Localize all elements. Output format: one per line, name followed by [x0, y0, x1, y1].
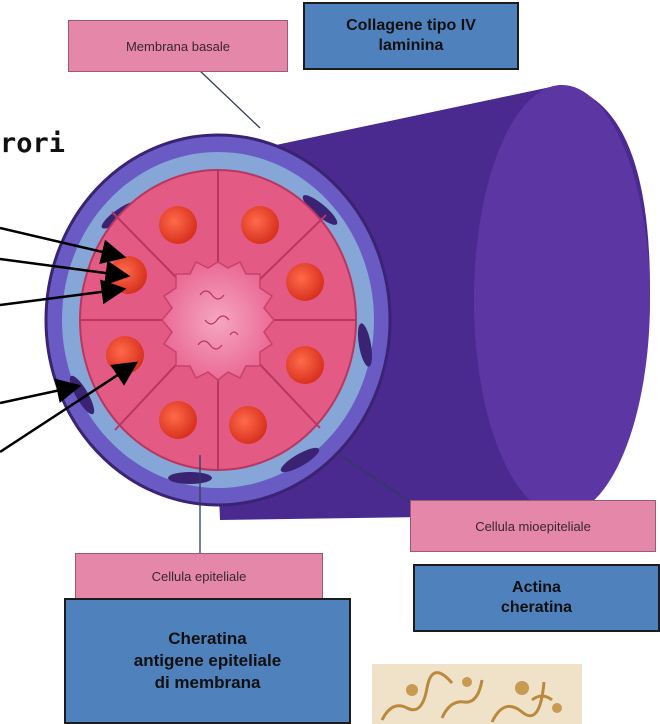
- marker-collagene-line1: Collagene tipo IV: [346, 16, 476, 36]
- marker-actina-line1: Actina: [512, 578, 561, 598]
- epithelial-nucleus: [106, 336, 144, 374]
- marker-collagene-line2: laminina: [379, 36, 444, 56]
- label-membrana-basale: Membrana basale: [68, 20, 288, 72]
- duct-lumen: [162, 262, 274, 380]
- marker-cheratina-line2: antigene epiteliale: [134, 650, 281, 672]
- duct-tube-far-end: [474, 85, 650, 515]
- marker-cheratina-line1: Cheratina: [168, 628, 246, 650]
- epithelial-nucleus: [241, 206, 279, 244]
- marker-box-collagene: Collagene tipo IV laminina: [303, 2, 519, 70]
- epithelial-nucleus: [286, 346, 324, 384]
- marker-cheratina-line3: di membrana: [155, 672, 261, 694]
- epithelial-nucleus: [229, 406, 267, 444]
- myoepithelial-nucleus: [168, 472, 212, 484]
- epithelial-nucleus: [286, 263, 324, 301]
- label-cellula-epiteliale: Cellula epiteliale: [75, 553, 323, 599]
- marker-box-actina: Actina cheratina: [413, 564, 660, 632]
- epithelial-nucleus: [159, 401, 197, 439]
- side-title-fragment: rori: [0, 128, 65, 159]
- histology-photo-fragment: [372, 660, 660, 724]
- marker-box-cheratina: Cheratina antigene epiteliale di membran…: [64, 598, 351, 724]
- label-cellula-mioepiteliale: Cellula mioepiteliale: [410, 500, 656, 552]
- epithelial-nucleus: [159, 206, 197, 244]
- marker-actina-line2: cheratina: [501, 598, 572, 618]
